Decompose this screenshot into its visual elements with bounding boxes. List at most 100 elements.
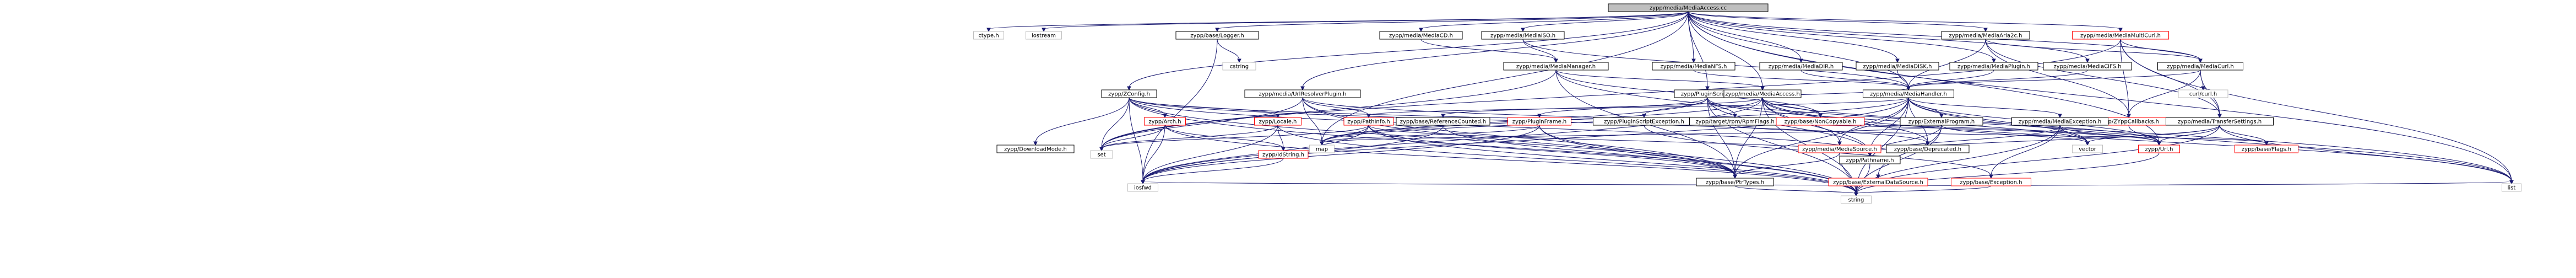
node-box [1222,62,1256,71]
include-edge [1368,97,1909,116]
include-edge [1129,97,1736,177]
include-edge [1707,97,1870,154]
node-arch[interactable]: zypp/Arch.h [1144,117,1186,126]
node-label: zypp/media/MediaPlugin.h [1957,64,2030,70]
node-box [1175,31,1259,40]
include-edge [1101,39,2121,149]
include-edge [2219,125,2512,182]
node-pluginscriptexc[interactable]: zypp/PluginScriptException.h [1593,117,1695,126]
edge-arrowhead [2198,58,2203,63]
node-label: zypp/ZYppCallbacks.h [2098,119,2159,125]
node-mediaexception[interactable]: zypp/media/MediaException.h [2011,117,2108,126]
edge-arrowhead [1300,86,1305,91]
include-edge [1321,125,1540,143]
node-url[interactable]: zypp/Url.h [2138,145,2180,153]
node-deprecated[interactable]: zypp/base/Deprecated.h [1886,145,1970,153]
node-box [2235,145,2298,153]
node-mediaaria[interactable]: zypp/media/MediaAria2c.h [1941,31,2030,40]
node-ptrtypes[interactable]: zypp/base/PtrTypes.h [1696,178,1774,186]
node-box [1949,62,2038,71]
include-edge [1856,152,2160,194]
node-pathinfo[interactable]: zypp/PathInfo.h [1343,117,1394,126]
node-logger[interactable]: zypp/base/Logger.h [1175,31,1259,40]
edge-arrowhead [2127,114,2131,119]
include-edge [1420,39,1557,61]
node-rpmflags[interactable]: zypp/target/rpm/RpmFlags.h [1689,117,1781,126]
edge-arrowhead [1992,58,1996,63]
node-mediaplugin[interactable]: zypp/media/MediaPlugin.h [1949,62,2038,71]
node-box [1652,62,1736,71]
node-exception[interactable]: zypp/base/Exception.h [1951,178,2031,186]
node-label: zypp/IdString.h [1262,152,1304,158]
node-mediacd[interactable]: zypp/media/MediaCD.h [1379,31,1463,40]
node-box [1244,89,1361,98]
node-label: zypp/media/MediaCD.h [1389,33,1453,39]
node-refcounted[interactable]: zypp/base/ReferenceCounted.h [1396,117,1490,126]
include-edge [1734,125,2267,143]
node-urlresolver[interactable]: zypp/media/UrlResolverPlugin.h [1244,89,1361,98]
node-box [2072,145,2103,153]
include-edge [2200,70,2204,88]
include-edge [1985,39,2129,116]
include-edge [1101,97,1130,149]
include-edge [1693,70,1909,88]
node-mediamanager[interactable]: zypp/media/MediaManager.h [1503,62,1609,71]
node-zconfig[interactable]: zypp/ZConfig.h [1101,89,1157,98]
edge-arrowhead [2217,114,2222,119]
node-box [2072,31,2169,40]
node-pathname[interactable]: zypp/Pathname.h [1839,156,1901,164]
edge-arrowhead [1939,114,1944,119]
node-box [1839,156,1901,164]
include-edge [1908,70,1994,88]
node-label: cstring [1230,64,1249,70]
edge-arrowhead [1521,28,1525,33]
node-label: map [1316,147,1328,153]
node-mediasource[interactable]: zypp/media/MediaSource.h [1798,145,1881,153]
node-iostream: iostream [1026,31,1062,40]
edge-arrowhead [1705,86,1710,91]
node-pluginframe[interactable]: zypp/PluginFrame.h [1507,117,1571,126]
include-edge [1142,39,1218,182]
node-mediadisk[interactable]: zypp/media/MediaDISK.h [1856,62,1939,71]
node-box [1343,117,1394,126]
include-edge [1856,97,1909,194]
include-edge [1707,97,2088,143]
node-label: zypp/ZConfig.h [1108,92,1150,98]
include-edge [1129,97,1165,116]
node-mediamulti[interactable]: zypp/media/MediaMultiCurl.h [2072,31,2169,40]
node-mediadir[interactable]: zypp/media/MediaDIR.h [1759,62,1843,71]
include-edge [1101,97,1303,149]
node-mediacurl[interactable]: zypp/media/MediaCurl.h [2157,62,2243,71]
node-locale[interactable]: zypp/Locale.h [1254,117,1301,126]
node-transfersettings[interactable]: zypp/media/TransferSettings.h [2166,117,2274,126]
node-vector: vector [2072,145,2103,153]
edge-arrowhead [2157,141,2161,146]
node-label: zypp/media/MediaAccess.h [1725,92,1800,98]
node-noncopyable[interactable]: zypp/base/NonCopyable.h [1776,117,1865,126]
node-baseflags[interactable]: zypp/base/Flags.h [2235,145,2298,153]
include-edge [1985,39,2220,116]
node-label: zypp/ExternalProgram.h [1908,119,1975,125]
include-edge [1991,125,2060,177]
node-label: zypp/Locale.h [1259,119,1297,125]
node-mediasfs[interactable]: zypp/media/MediaNFS.h [1652,62,1736,71]
node-mediaaccessh[interactable]: zypp/media/MediaAccess.h [1723,89,1802,98]
include-edge [1734,152,1840,177]
edge-arrowhead [1733,174,1737,179]
node-mediahandler[interactable]: zypp/media/MediaHandler.h [1863,89,1954,98]
node-label: zypp/base/Flags.h [2242,147,2291,153]
node-download[interactable]: zypp/DownloadMode.h [996,145,1075,153]
node-externaldatasource[interactable]: zypp/base/ExternalDataSource.h [1828,178,1928,186]
node-mediaiso[interactable]: zypp/media/MediaISO.h [1481,31,1565,40]
include-edge [1801,70,1909,88]
node-externalprogram[interactable]: zypp/ExternalProgram.h [1900,117,1983,126]
include-edge [1302,97,1369,116]
node-label: zypp/media/MediaCIFS.h [2053,64,2121,70]
node-map: map [1309,145,1335,153]
include-edge [1129,97,1278,116]
node-label: zypp/media/MediaException.h [2019,119,2102,125]
include-edge [1321,125,1942,143]
node-idstring[interactable]: zypp/IdString.h [1258,150,1309,159]
node-mediacifs[interactable]: zypp/media/MediaCIFS.h [2043,62,2132,71]
